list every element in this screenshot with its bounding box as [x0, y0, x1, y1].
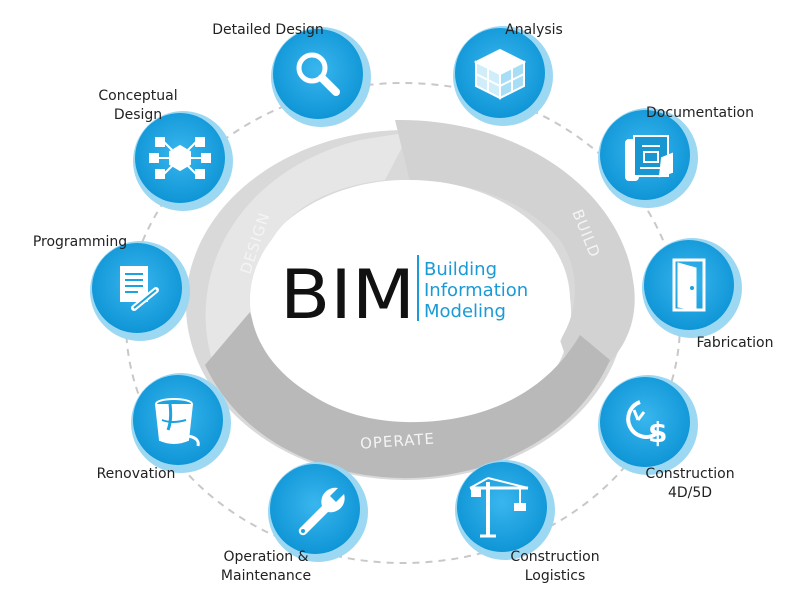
clock-dollar-icon: $: [626, 400, 667, 449]
bim-line-modeling: Modeling: [424, 301, 506, 322]
cycle-segment-build: [395, 119, 635, 385]
door-icon: [672, 258, 706, 312]
cycle-ring: [185, 119, 635, 480]
bim-acronym: BIM: [280, 256, 415, 335]
paint-bucket-icon: [155, 398, 200, 447]
label-construction-logistics-line1: Construction: [510, 549, 600, 565]
label-renovation: Renovation: [96, 466, 176, 482]
node-construction-logistics: [455, 460, 555, 560]
label-operation-maintenance-line2: Maintenance: [220, 568, 312, 584]
bim-line-building: Building: [424, 259, 497, 280]
label-conceptual-design-line2: Design: [113, 107, 163, 123]
label-construction-4d-5d-line1: Construction: [645, 466, 735, 482]
label-conceptual-design-line1: Conceptual: [98, 88, 178, 104]
svg-text:$: $: [648, 416, 667, 449]
bim-divider: [417, 255, 419, 321]
label-operation-maintenance-line1: Operation &: [223, 549, 309, 565]
tower-crane-icon: [469, 477, 529, 538]
label-programming: Programming: [32, 234, 128, 250]
label-fabrication: Fabrication: [696, 335, 774, 351]
wrench-icon: [298, 487, 345, 536]
document-pen-icon: [120, 266, 159, 311]
cycle-label-operate: OPERATE: [360, 430, 436, 453]
cycle-segment-operate: [205, 312, 610, 479]
label-detailed-design: Detailed Design: [212, 22, 324, 38]
cube-model-icon: [473, 48, 527, 100]
label-construction-4d-5d-line2: 4D/5D: [667, 485, 713, 501]
magnifier-icon: [296, 52, 340, 96]
network-nodes-icon: [149, 137, 211, 179]
cycle-core: [250, 180, 570, 420]
label-construction-logistics-line2: Logistics: [524, 568, 586, 584]
label-documentation: Documentation: [646, 105, 754, 121]
blueprint-documents-icon: [625, 135, 673, 181]
node-construction-4d-5d: [598, 375, 698, 475]
bim-line-information: Information: [424, 280, 528, 301]
label-analysis: Analysis: [505, 22, 563, 38]
